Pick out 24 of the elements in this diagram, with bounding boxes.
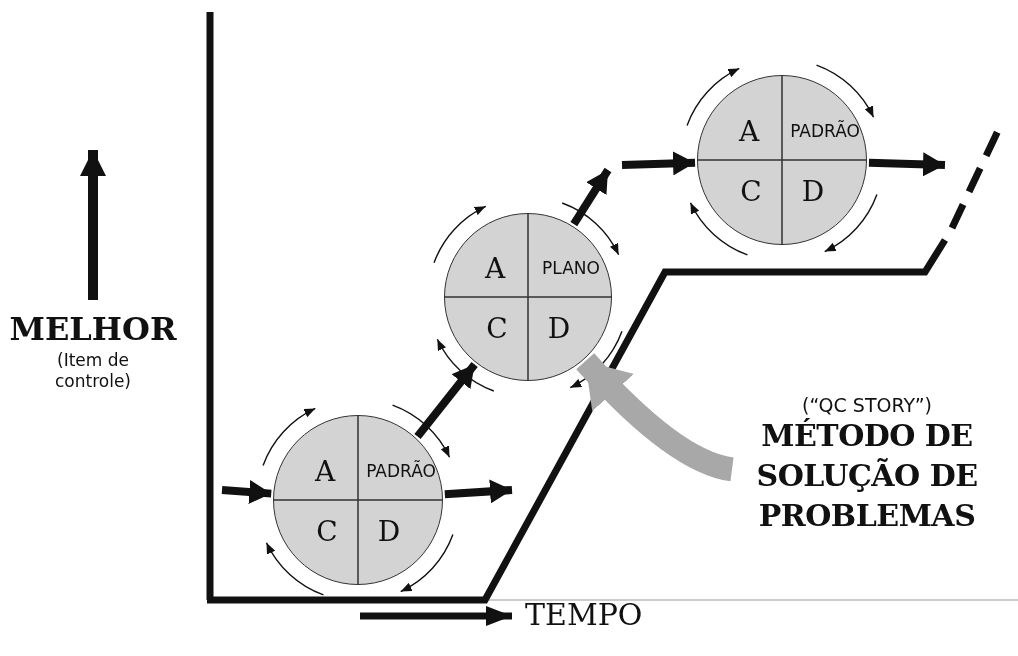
quadrant-letter: D [801, 174, 825, 208]
axis-label: MELHOR [8, 310, 178, 348]
axis-label: TEMPO [525, 597, 644, 632]
quadrant-letter: A [738, 114, 760, 148]
phase-label: PADRÃO [790, 121, 860, 141]
arrow [570, 167, 612, 227]
axis-note: (Item de controle) [54, 350, 132, 392]
arrow [621, 151, 696, 176]
quadrant-letter: C [740, 174, 762, 208]
subtitle: (“QC STORY”) [801, 394, 933, 416]
quadrant-letter: D [377, 514, 401, 548]
phase-label: PADRÃO [366, 461, 436, 481]
quadrant-letter: D [547, 311, 571, 345]
quadrant-letter: C [486, 311, 508, 345]
arrow [576, 353, 735, 482]
arrow [444, 479, 513, 504]
arrow [221, 480, 272, 504]
quadrant-letter: A [314, 454, 336, 488]
arrow [868, 152, 946, 177]
arrow [414, 361, 478, 440]
method-title: MÉTODO DE SOLUÇÃO DE PROBLEMAS [755, 417, 979, 535]
quadrant-letter: C [316, 514, 338, 548]
quadrant-letter: A [484, 251, 506, 285]
phase-label: PLANO [542, 258, 600, 278]
